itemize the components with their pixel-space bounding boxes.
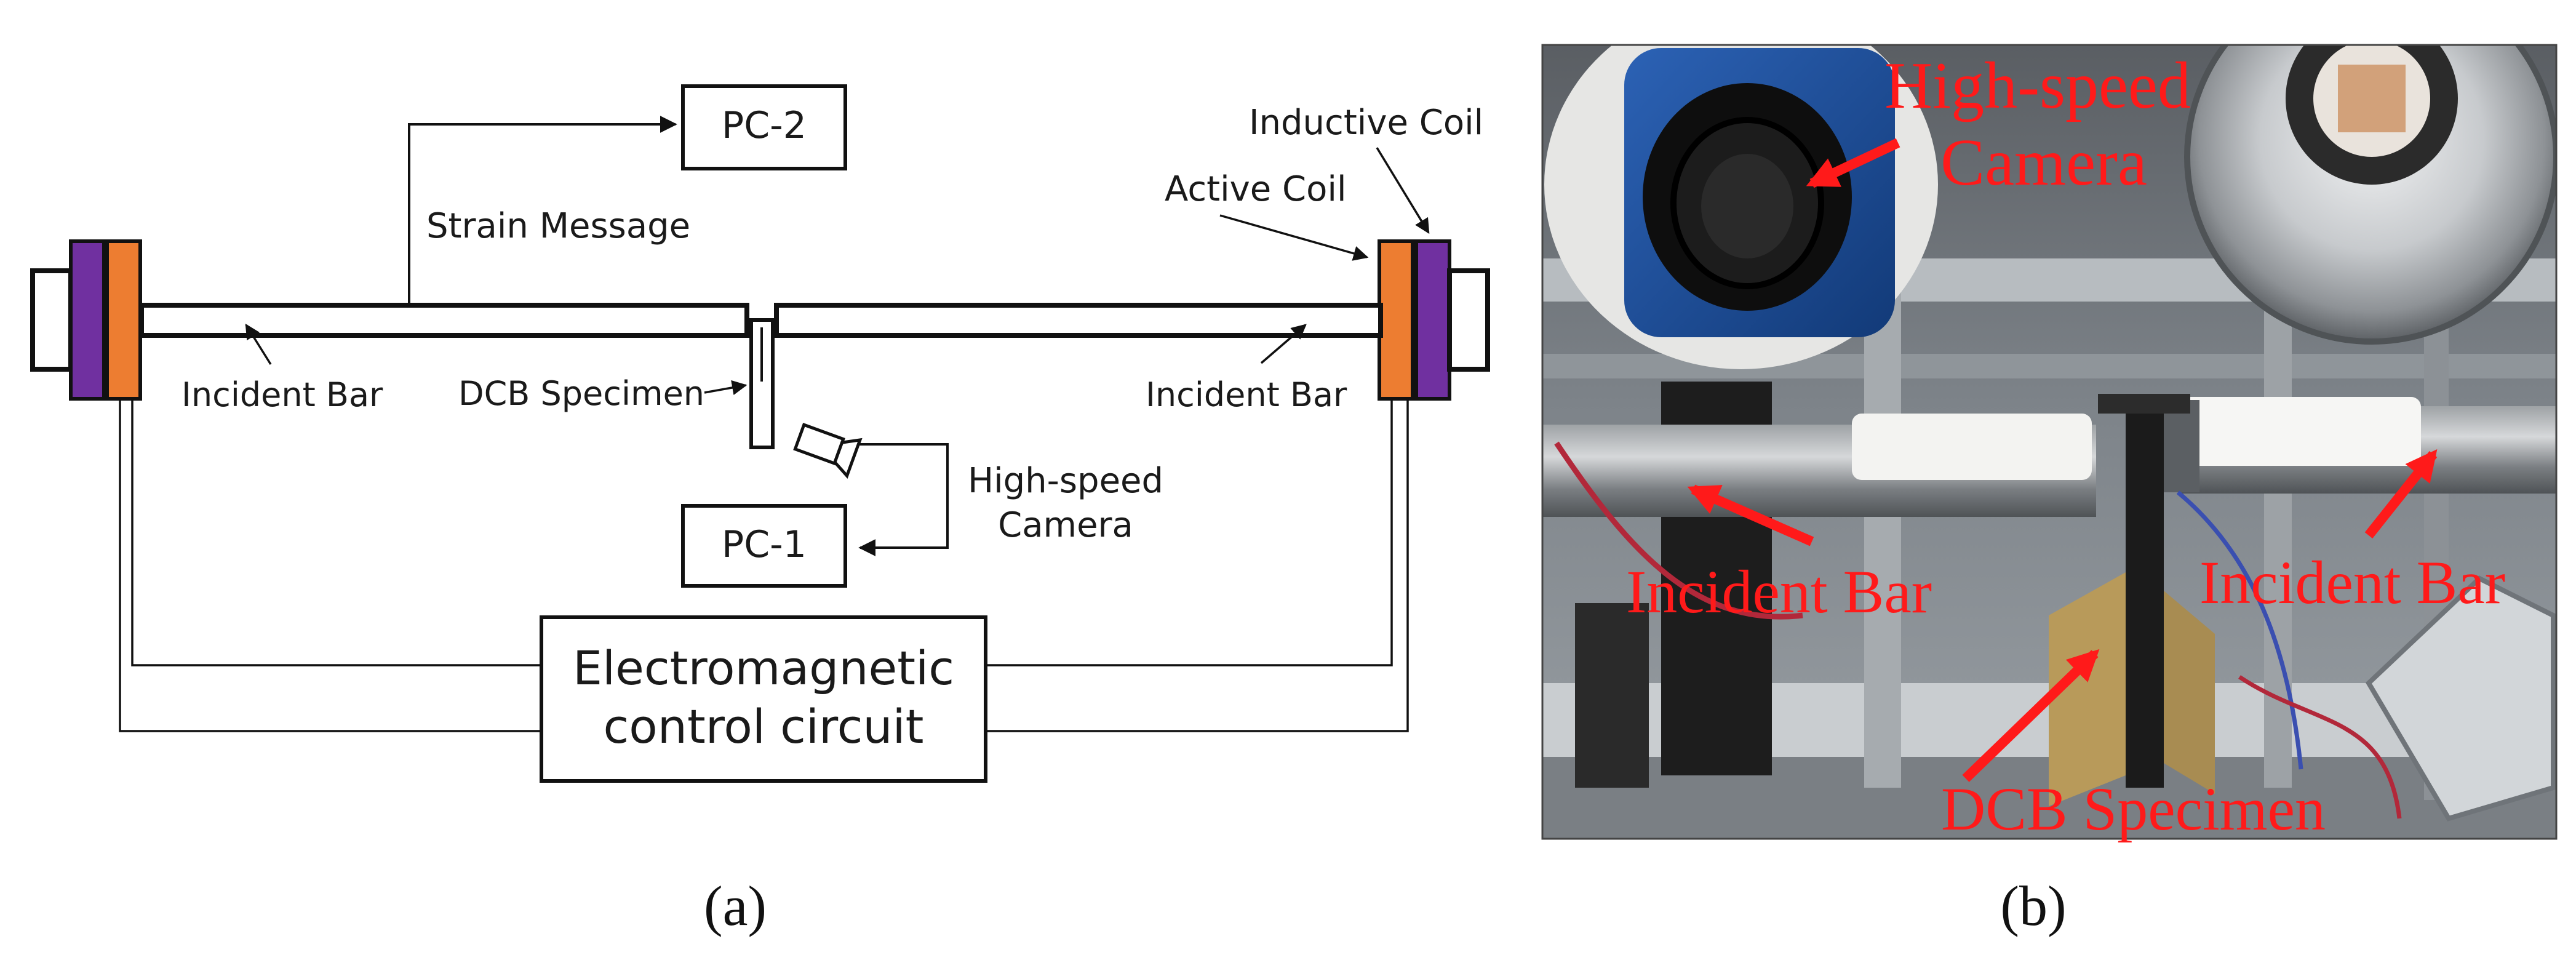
photo-camera-arrow	[1806, 138, 1900, 188]
left-active-coil	[105, 239, 142, 401]
photo-left-bar-arrow	[1687, 484, 1814, 546]
circuit-label-line2: control circuit	[604, 699, 924, 754]
camera-icon	[793, 423, 863, 479]
panel-a-schematic: PC-2 Strain Message Inductive Coil Activ…	[30, 84, 1490, 937]
photo-camera-label-line2: Camera	[1940, 126, 2147, 199]
caption-a: (a)	[704, 874, 767, 937]
photo-incident-bar-right-label: Incident Bar	[2199, 548, 2505, 617]
pc1-box	[681, 504, 847, 588]
strain-message-label: Strain Message	[426, 206, 690, 246]
incident-bar-right-label: Incident Bar	[1146, 375, 1347, 414]
pc2-label: PC-2	[722, 104, 807, 147]
incident-bar-left-label: Incident Bar	[181, 375, 383, 414]
wire-inner-left	[131, 399, 541, 666]
pc1-label: PC-1	[722, 523, 807, 566]
pc2-box	[681, 84, 847, 170]
wire-outer-right	[986, 399, 1409, 732]
camera-label-line2: Camera	[998, 505, 1133, 545]
strain-message-line	[408, 116, 677, 305]
photo-right-bar-arrow	[2364, 449, 2438, 538]
wire-outer-left	[119, 399, 541, 732]
left-inductive-coil	[69, 239, 106, 401]
wire-inner-right	[986, 399, 1393, 666]
caption-b: (b)	[2000, 874, 2066, 937]
active-coil-label: Active Coil	[1165, 169, 1347, 209]
photo-camera-label-line1: High-speed	[1884, 49, 2191, 122]
lamp-shape	[2184, 45, 2556, 345]
right-inductive-coil	[1414, 239, 1451, 401]
left-end-plate	[30, 268, 73, 372]
camera-signal-line	[858, 443, 949, 556]
dcb-specimen-label: DCB Specimen	[458, 374, 704, 413]
photo-dcb-specimen	[2126, 394, 2164, 788]
photo-incident-bar-left-label: Incident Bar	[1626, 558, 1932, 626]
right-active-coil	[1378, 239, 1414, 401]
right-end-plate	[1447, 268, 1490, 372]
camera-label-line1: High-speed	[968, 461, 1163, 501]
inductive-coil-label: Inductive Coil	[1249, 103, 1483, 143]
left-incident-bar	[139, 303, 749, 338]
right-incident-bar	[774, 303, 1383, 338]
circuit-label-line1: Electromagnetic	[573, 641, 954, 695]
panel-b-photo: High-speed Camera Incident Bar Incident …	[1541, 44, 2558, 937]
photo-dcb-arrow	[1962, 649, 2100, 782]
control-circuit-box	[540, 615, 987, 783]
photo-dcb-specimen-label: DCB Specimen	[1941, 775, 2326, 843]
